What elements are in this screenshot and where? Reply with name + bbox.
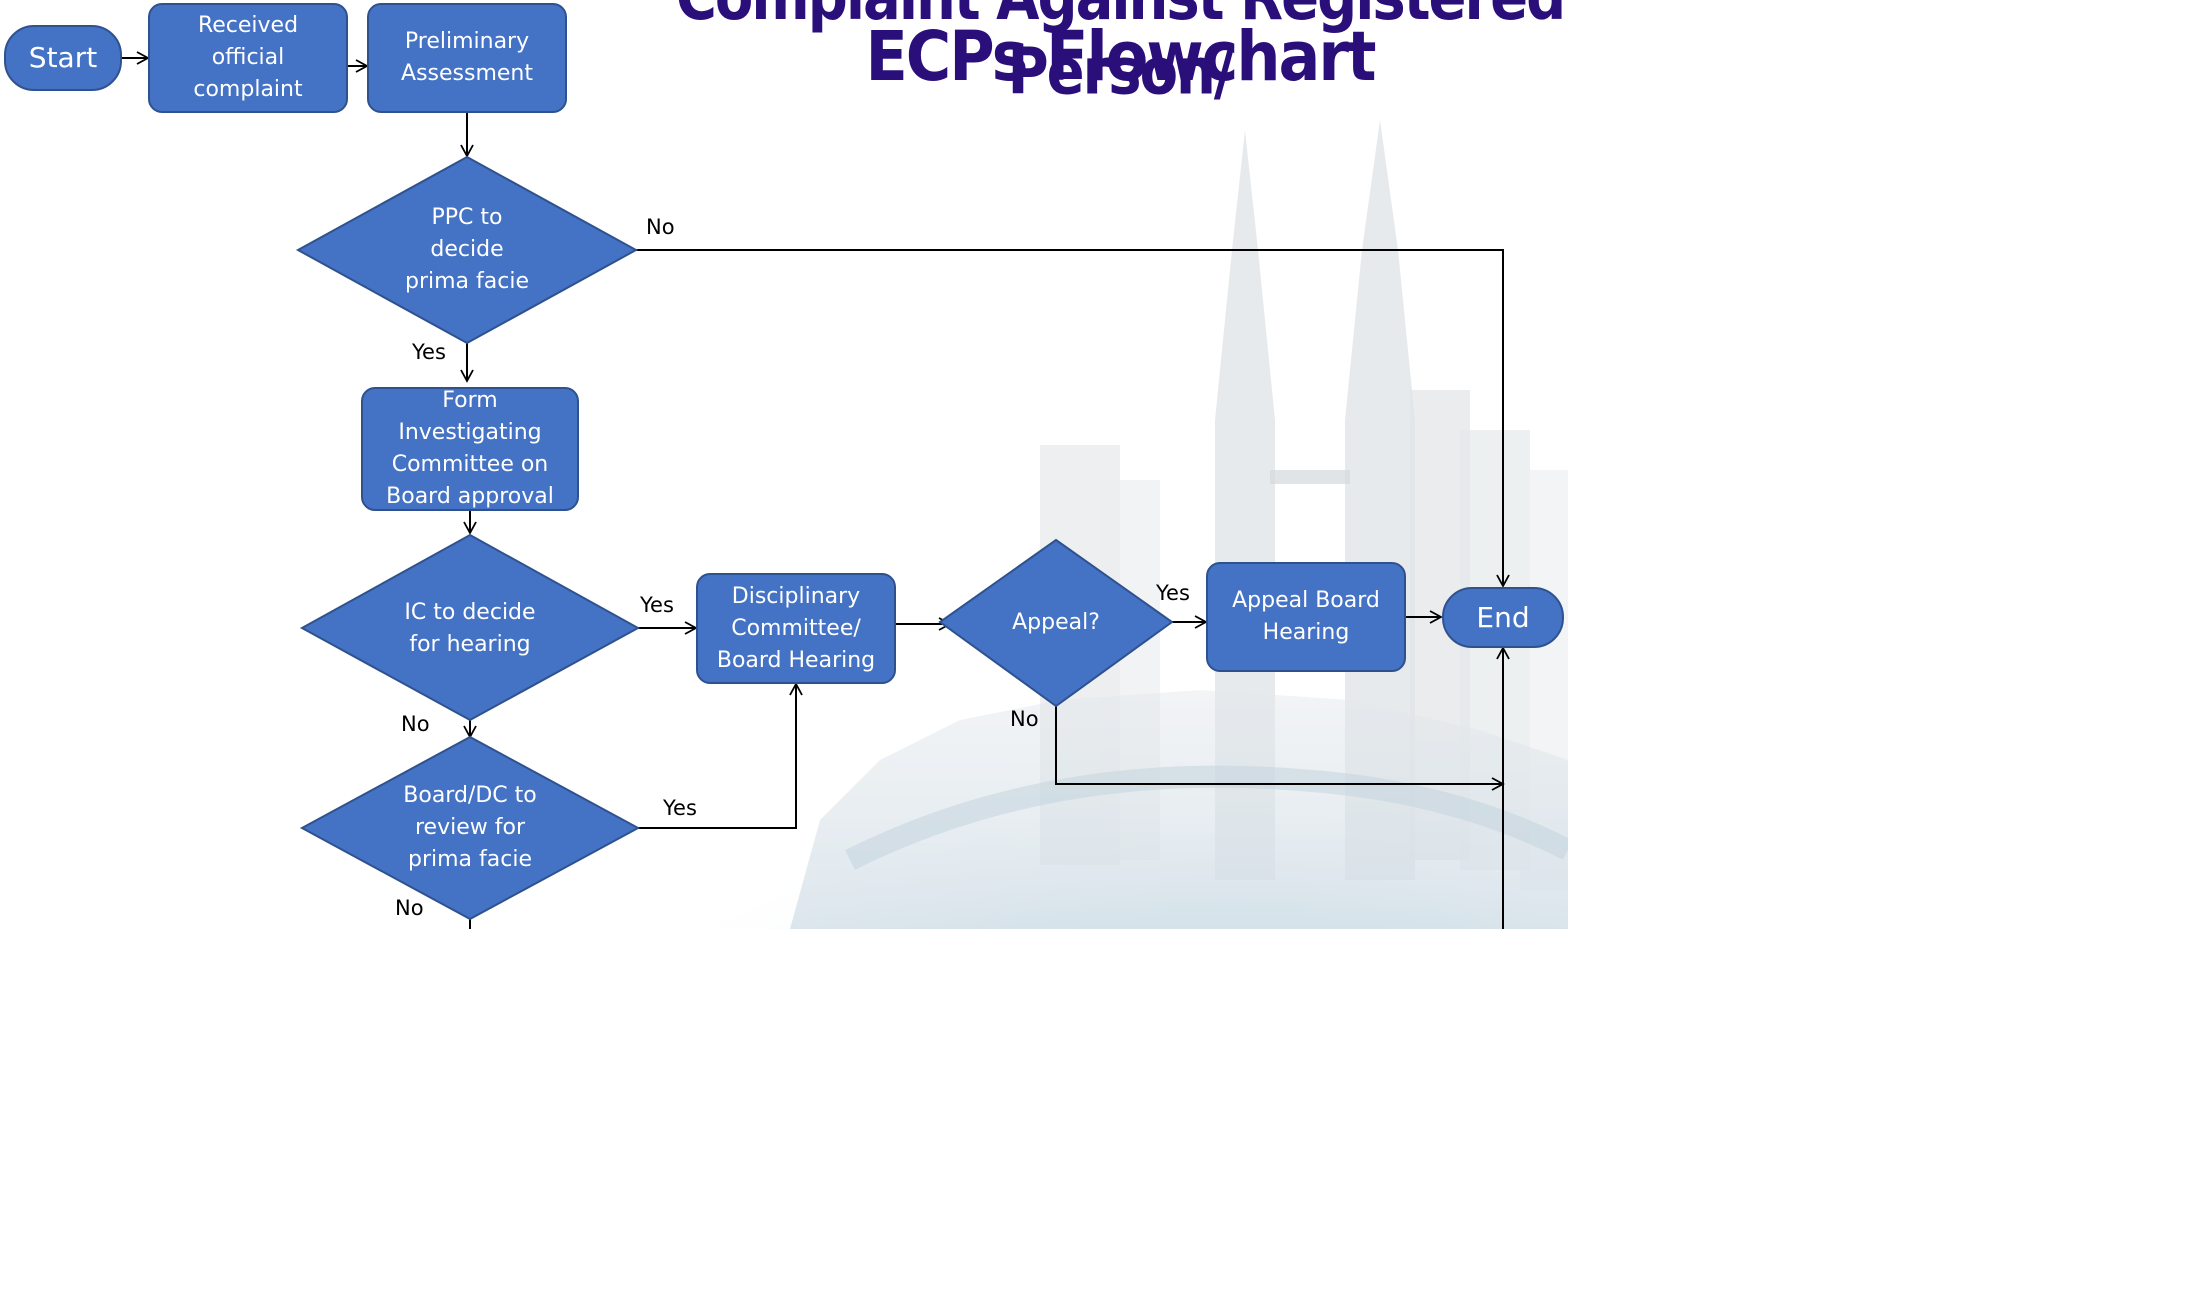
preliminary-assessment-node: Preliminary Assessment bbox=[367, 3, 567, 113]
appeal-board-hearing-label: Appeal Board Hearing bbox=[1232, 588, 1380, 645]
edge-label-board-yes: Yes bbox=[663, 796, 697, 820]
edge-label-appeal-yes: Yes bbox=[1156, 581, 1190, 605]
chart-title-line2: ECPs Flowchart bbox=[865, 16, 1376, 97]
edge-ppc-no-to-end bbox=[636, 249, 1510, 588]
city-skyline-background bbox=[660, 120, 1568, 929]
end-label: End bbox=[1476, 600, 1530, 634]
edge-label-ppc-yes: Yes bbox=[412, 340, 446, 364]
edge-appeal-no-to-end bbox=[1055, 706, 1505, 791]
appeal-board-hearing-node: Appeal Board Hearing bbox=[1206, 562, 1406, 672]
decision-board-shape bbox=[299, 735, 641, 921]
flowchart-canvas: Complaint Against Registered Person/ ECP… bbox=[4, 0, 1568, 929]
edge-label-ic-yes: Yes bbox=[640, 593, 674, 617]
form-investigating-committee-node: Form Investigating Committee on Board ap… bbox=[361, 387, 579, 511]
received-complaint-label: Received official complaint bbox=[193, 13, 303, 102]
edge-label-ic-no: No bbox=[401, 712, 430, 736]
decision-ppc-label: PPC to decide prima facie bbox=[405, 205, 529, 294]
decision-ic-label: IC to decide for hearing bbox=[404, 600, 536, 657]
end-node: End bbox=[1442, 587, 1564, 648]
disciplinary-hearing-node: Disciplinary Committee/ Board Hearing bbox=[696, 573, 896, 684]
form-investigating-committee-label: Form Investigating Committee on Board ap… bbox=[386, 388, 554, 509]
edge-label-appeal-no: No bbox=[1010, 707, 1039, 731]
received-complaint-node: Received official complaint bbox=[148, 3, 348, 113]
preliminary-assessment-label: Preliminary Assessment bbox=[401, 29, 533, 86]
decision-ic-shape bbox=[299, 533, 641, 722]
decision-ppc-shape bbox=[295, 155, 639, 345]
decision-appeal-shape bbox=[938, 538, 1174, 708]
edge-label-ppc-no: No bbox=[646, 215, 675, 239]
decision-board-label: Board/DC to review for prima facie bbox=[403, 783, 537, 872]
edge-board-yes-to-dc bbox=[638, 682, 803, 829]
chart-title-line1: Complaint Against Registered Person/ bbox=[676, 0, 1566, 110]
start-node: Start bbox=[4, 25, 122, 91]
edge-label-board-no: No bbox=[395, 896, 424, 920]
start-label: Start bbox=[28, 41, 98, 74]
disciplinary-hearing-label: Disciplinary Committee/ Board Hearing bbox=[716, 583, 876, 673]
connector-layer bbox=[122, 51, 1510, 929]
decision-appeal-label: Appeal? bbox=[1012, 610, 1100, 635]
